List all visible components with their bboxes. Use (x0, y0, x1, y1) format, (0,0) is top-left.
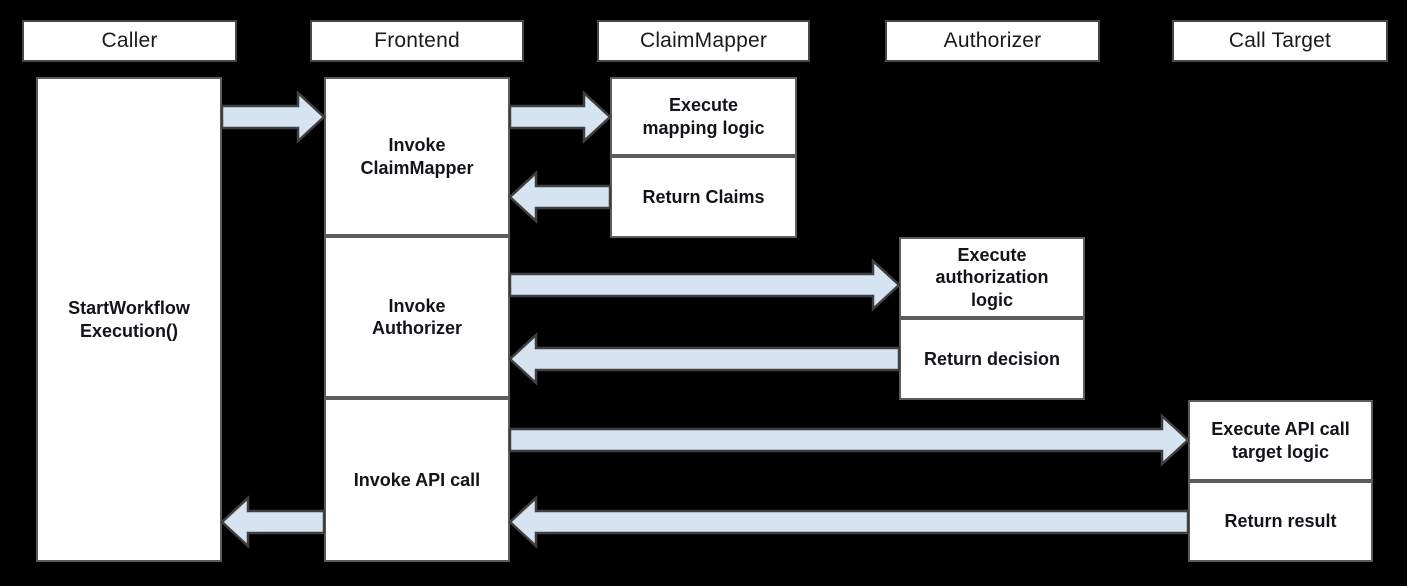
arrow-shape-m5 (508, 332, 901, 386)
lane-header-calltarget: Call Target (1172, 20, 1388, 62)
message-arrow-caller-to-frontend-request (216, 87, 330, 147)
arrow-shape-m2 (508, 90, 612, 144)
lane-header-frontend: Frontend (310, 20, 524, 62)
arrow-shape-m3 (508, 170, 612, 224)
activation-authorizer-7: Return decision (899, 318, 1085, 400)
lane-header-claimmapper: ClaimMapper (597, 20, 810, 62)
arrow-shape-m6 (508, 413, 1190, 467)
lane-header-caller: Caller (22, 20, 237, 62)
message-arrow-frontend-to-authorizer-request (504, 255, 905, 315)
activation-calltarget-9: Return result (1188, 481, 1373, 562)
arrow-shape-m8 (220, 495, 326, 549)
arrow-shape-m1 (220, 90, 326, 144)
message-arrow-calltarget-to-frontend-return (504, 492, 1194, 552)
arrow-shape-m7 (508, 495, 1190, 549)
activation-frontend-3: Invoke API call (324, 398, 510, 562)
arrow-shape-m4 (508, 258, 901, 312)
activation-claimmapper-5: Return Claims (610, 156, 797, 238)
lane-header-authorizer: Authorizer (885, 20, 1100, 62)
message-arrow-frontend-to-caller-return (216, 492, 330, 552)
message-arrow-frontend-to-claimmapper-request (504, 87, 616, 147)
message-arrow-authorizer-to-frontend-return (504, 329, 905, 389)
message-arrow-frontend-to-calltarget-request (504, 410, 1194, 470)
message-arrow-claimmapper-to-frontend-return (504, 167, 616, 227)
